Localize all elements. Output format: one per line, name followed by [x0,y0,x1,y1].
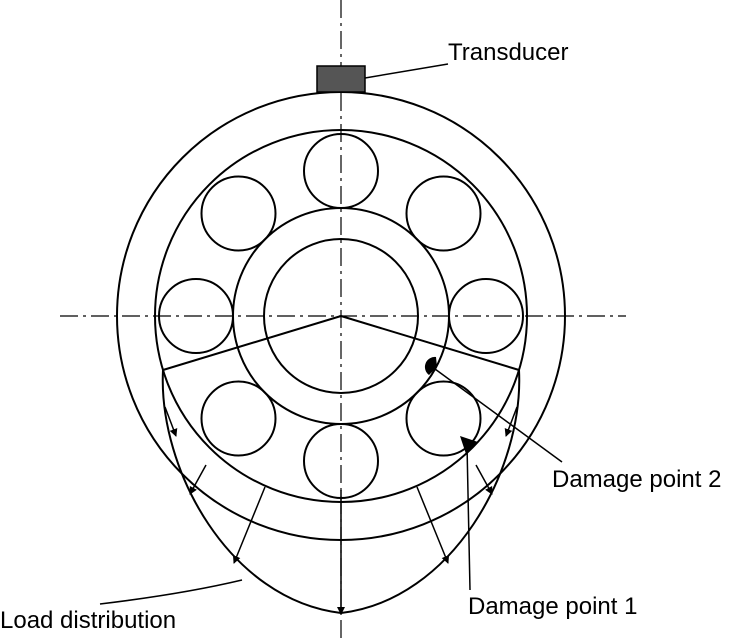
rolling-element-ball [405,175,482,252]
inner-ring-inner [263,238,419,394]
load-zone-boundary-left [162,315,342,371]
transducer-block [316,65,366,93]
load-arrow [504,406,518,437]
damage-point-1-marker [460,436,478,454]
load-arrow [416,486,450,564]
rolling-element-ball [200,175,277,252]
rolling-element-ball [303,133,379,209]
transducer-label: Transducer [448,39,569,66]
load-arrow [475,464,493,495]
rolling-element-ball [200,380,277,457]
rolling-element-ball [158,278,234,354]
load-arrows [164,406,518,615]
rolling-element-ball [405,380,482,457]
rolling-element-ball [448,278,524,354]
load-arrow [164,406,178,437]
damage-point-2-leader [434,368,563,463]
damage-point-2-label: Damage point 2 [552,466,721,493]
damage-point-2-marker [424,356,437,375]
load-zone-boundary-right [340,315,520,371]
transducer-leader [364,63,449,79]
load-arrow [189,464,207,495]
load-distribution-label: Load distribution [0,607,176,634]
damage-point-1-label: Damage point 1 [468,593,637,620]
load-distribution-leader [99,579,243,605]
damage-point-1-leader [466,444,471,591]
load-arrow [232,486,266,564]
